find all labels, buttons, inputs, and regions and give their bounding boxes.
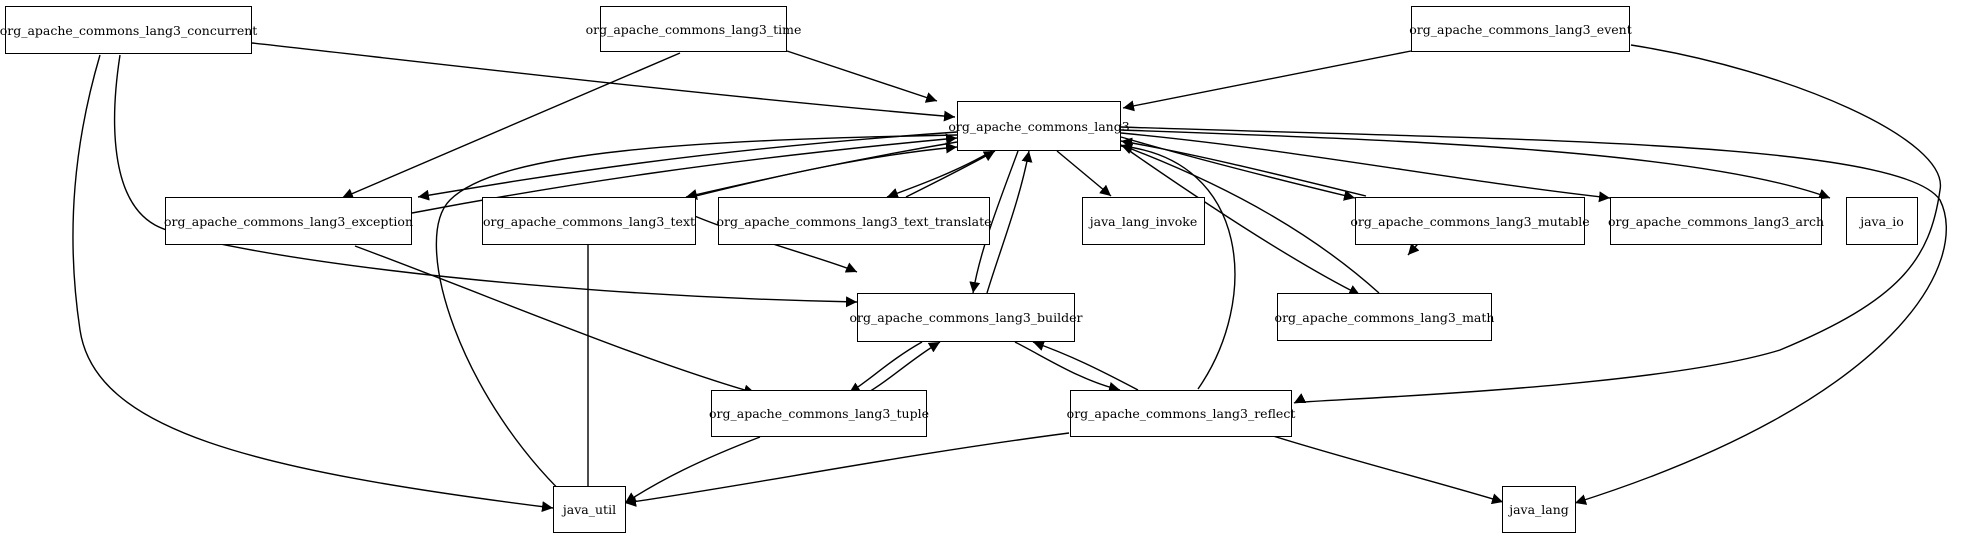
edge-lang3-to-mutable [1120, 136, 1356, 201]
edge-lang3-to-exception [417, 131, 958, 201]
node-lang3-mutable[interactable]: org_apache_commons_lang3_mutable [1350, 197, 1590, 245]
node-lang3-event[interactable]: org_apache_commons_lang3_event [1409, 6, 1632, 52]
node-lang3-math[interactable]: org_apache_commons_lang3_math [1275, 293, 1494, 341]
edge-builder-to-tuple [848, 341, 923, 394]
edge-text-to-lang3 [695, 142, 958, 197]
node-lang3-text[interactable]: org_apache_commons_lang3_text [482, 197, 696, 245]
edge-lang3-to-arch [1120, 132, 1611, 203]
edge-builder-to-reflect [1014, 341, 1121, 393]
node-java-lang[interactable]: java_lang [1502, 486, 1576, 533]
node-lang3-arch[interactable]: org_apache_commons_lang3_arch [1608, 197, 1824, 245]
edge-tuple-to-java-util [624, 436, 761, 504]
node-lang3-builder[interactable]: org_apache_commons_lang3_builder [850, 293, 1082, 342]
edge-reflect-to-java-lang [1269, 434, 1504, 505]
edge-text-translate-to-lang3 [905, 150, 996, 198]
node-java-util[interactable]: java_util [553, 486, 626, 533]
node-lang3-text-translate[interactable]: org_apache_commons_lang3_text_translate [716, 197, 992, 245]
node-java-io[interactable]: java_io [1846, 197, 1918, 245]
edge-text-to-builder [679, 209, 858, 273]
edge-lang3-to-java-io [1120, 129, 1831, 200]
edge-reflect-to-java-util [624, 432, 1070, 507]
edge-exception-to-lang3 [411, 133, 958, 214]
edge-event-to-lang3 [1122, 50, 1412, 112]
edge-reflect-to-builder [1032, 340, 1139, 391]
edge-lang3-to-math [1120, 144, 1361, 296]
edge-event-to-reflect [1293, 44, 1941, 404]
edge-lang3-to-text-translate [886, 150, 993, 199]
node-lang3-exception[interactable]: org_apache_commons_lang3_exception [164, 197, 413, 245]
node-java-lang-invoke[interactable]: java_lang_invoke [1082, 197, 1205, 245]
edge-mutable-to-lang3 [1120, 137, 1367, 197]
edge-lang3-to-java-util [435, 134, 958, 506]
node-lang3-concurrent[interactable]: org_apache_commons_lang3_concurrent [0, 6, 257, 54]
node-lang3-tuple[interactable]: org_apache_commons_lang3_tuple [709, 390, 929, 437]
node-lang3[interactable]: org_apache_commons_lang3 [948, 101, 1130, 151]
node-lang3-time[interactable]: org_apache_commons_lang3_time [586, 6, 801, 52]
edge-reflect-to-lang3 [1120, 141, 1236, 390]
edge-tuple-to-builder [866, 341, 941, 394]
node-lang3-reflect[interactable]: org_apache_commons_lang3_reflect [1067, 390, 1295, 437]
edge-time-to-lang3 [786, 50, 938, 103]
edge-exception-to-tuple [354, 245, 756, 396]
edge-concurrent-to-lang3 [251, 42, 956, 122]
edge-concurrent-to-java-util [72, 54, 554, 513]
edge-builder-to-lang3 [986, 150, 1033, 294]
edge-lang3-to-java-lang-invoke [1056, 150, 1112, 197]
edge-math-to-lang3 [1120, 143, 1380, 294]
edge-lang3-to-builder [969, 150, 1019, 294]
edge-lang3-to-java-lang [1120, 126, 1947, 505]
edge-time-to-exception [341, 52, 681, 199]
